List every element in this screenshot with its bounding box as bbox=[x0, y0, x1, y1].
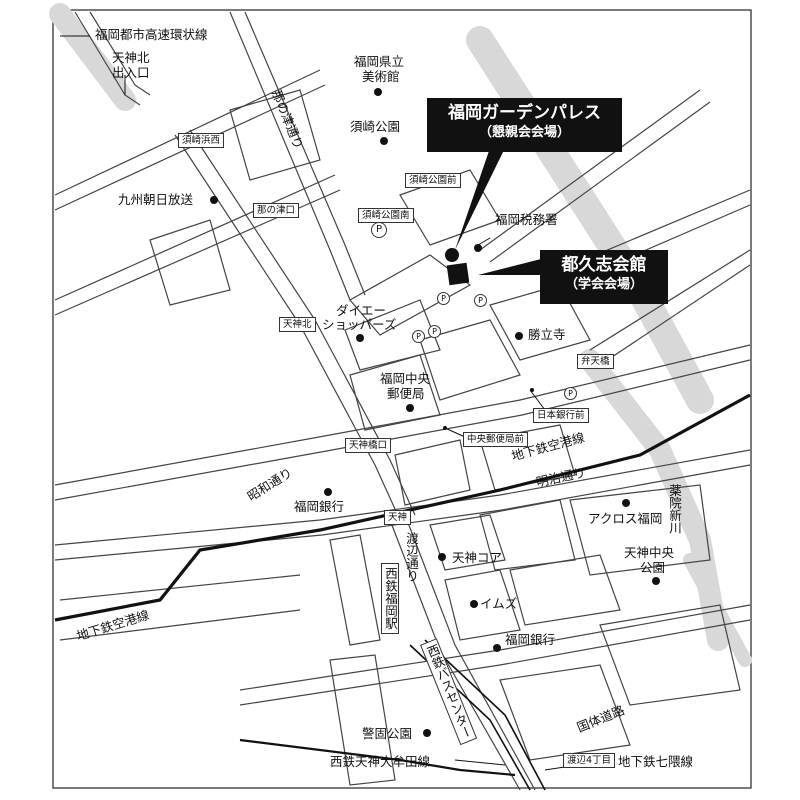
post-office-label-1: 福岡中央 bbox=[380, 371, 431, 386]
parking-icon: P bbox=[564, 387, 577, 400]
garden-palace-marker bbox=[445, 248, 459, 262]
garden-palace-note: （懇親会会場） bbox=[478, 125, 570, 140]
tokushikaikan-pointer bbox=[478, 258, 545, 275]
stop-nichigin-mae: 日本銀行前 bbox=[533, 408, 589, 423]
garden-palace-pointer bbox=[455, 148, 505, 250]
post-office-label-2: 郵便局 bbox=[387, 386, 425, 401]
stop-chuo-yubinkyoku-mae: 中央郵便局前 bbox=[463, 432, 529, 447]
kyushu-asahi-label: 九州朝日放送 bbox=[118, 192, 194, 207]
fukuoka-bank-label-1: 福岡銀行 bbox=[294, 499, 345, 514]
station-nishitetsu-fukuoka: 西鉄福岡駅 bbox=[381, 563, 399, 634]
parking-icon: P bbox=[371, 222, 387, 238]
garden-palace-callout: 福岡ガーデンパレス （懇親会会場） bbox=[427, 98, 622, 152]
tax-office-label: 福岡税務署 bbox=[495, 212, 558, 227]
yakuin-river-label: 薬院新川 bbox=[667, 484, 682, 534]
tenjin-chuo-park-label-1: 天神中央 bbox=[624, 545, 675, 560]
pref-museum-label-1: 福岡県立 bbox=[354, 54, 405, 69]
stop-tenjinbashi-guchi: 天神橋口 bbox=[345, 438, 392, 453]
tenjin-chuo-park-label-2: 公園 bbox=[640, 560, 666, 575]
stop-suzaki-koen-minami: 須崎公園南 bbox=[358, 208, 414, 223]
expressway-label: 福岡都市高速環状線 bbox=[95, 27, 208, 42]
stop-tenjin: 天神 bbox=[384, 510, 412, 525]
parking-icon: P bbox=[437, 292, 450, 305]
stop-watanabe-4: 渡辺4丁目 bbox=[563, 753, 616, 768]
expressway-band bbox=[49, 3, 136, 111]
parking-icon: P bbox=[412, 330, 425, 343]
stop-benten-bashi: 弁天橋 bbox=[577, 354, 614, 369]
daiei-label-2: ショッパーズ bbox=[322, 317, 397, 332]
stop-nanotsuguchi: 那の津口 bbox=[253, 203, 300, 218]
landmark-dots bbox=[210, 88, 660, 737]
subway-nanakuma-line bbox=[239, 738, 516, 777]
stop-tenjinkita: 天神北 bbox=[279, 317, 316, 332]
parking-icon: P bbox=[428, 325, 441, 338]
tokushikaikan-callout: 都久志会館 （学会会場） bbox=[540, 250, 668, 304]
tenjinkita-ramp-label-2: 出入口 bbox=[112, 65, 150, 80]
map-frame bbox=[52, 9, 752, 789]
subway-airport-line bbox=[54, 393, 751, 622]
ims-label: イムズ bbox=[480, 596, 518, 611]
shoryuji-label: 勝立寺 bbox=[528, 327, 566, 342]
daiei-label-1: ダイエー bbox=[336, 303, 386, 318]
subway-lines bbox=[54, 393, 751, 777]
acros-label: アクロス福岡 bbox=[588, 511, 663, 526]
river-band-2 bbox=[683, 553, 752, 667]
fukuoka-bank-label-2: 福岡銀行 bbox=[505, 632, 556, 647]
tokushikaikan-name: 都久志会館 bbox=[561, 255, 647, 275]
garden-palace-name: 福岡ガーデンパレス bbox=[448, 103, 601, 123]
subway-nanakuma-label: 地下鉄七隈線 bbox=[618, 754, 694, 769]
parking-icon: P bbox=[474, 294, 487, 307]
tokushikaikan-marker bbox=[446, 262, 470, 286]
pref-museum-label-2: 美術館 bbox=[362, 69, 400, 84]
watanabe-street-label: 渡辺通り bbox=[404, 532, 419, 582]
keigo-park-label: 警固公園 bbox=[362, 726, 413, 741]
tenjin-core-label: 天神コア bbox=[452, 550, 503, 565]
stop-suzaki-hamanishi: 須崎浜西 bbox=[178, 133, 225, 148]
omuta-line-label: 西鉄天神大牟田線 bbox=[330, 754, 431, 769]
suzaki-park-label: 須崎公園 bbox=[350, 119, 401, 134]
tenjinkita-ramp-label-1: 天神北 bbox=[112, 50, 150, 65]
tokushikaikan-note: （学会会場） bbox=[564, 277, 643, 292]
stop-suzaki-koen-mae: 須崎公園前 bbox=[405, 173, 461, 188]
